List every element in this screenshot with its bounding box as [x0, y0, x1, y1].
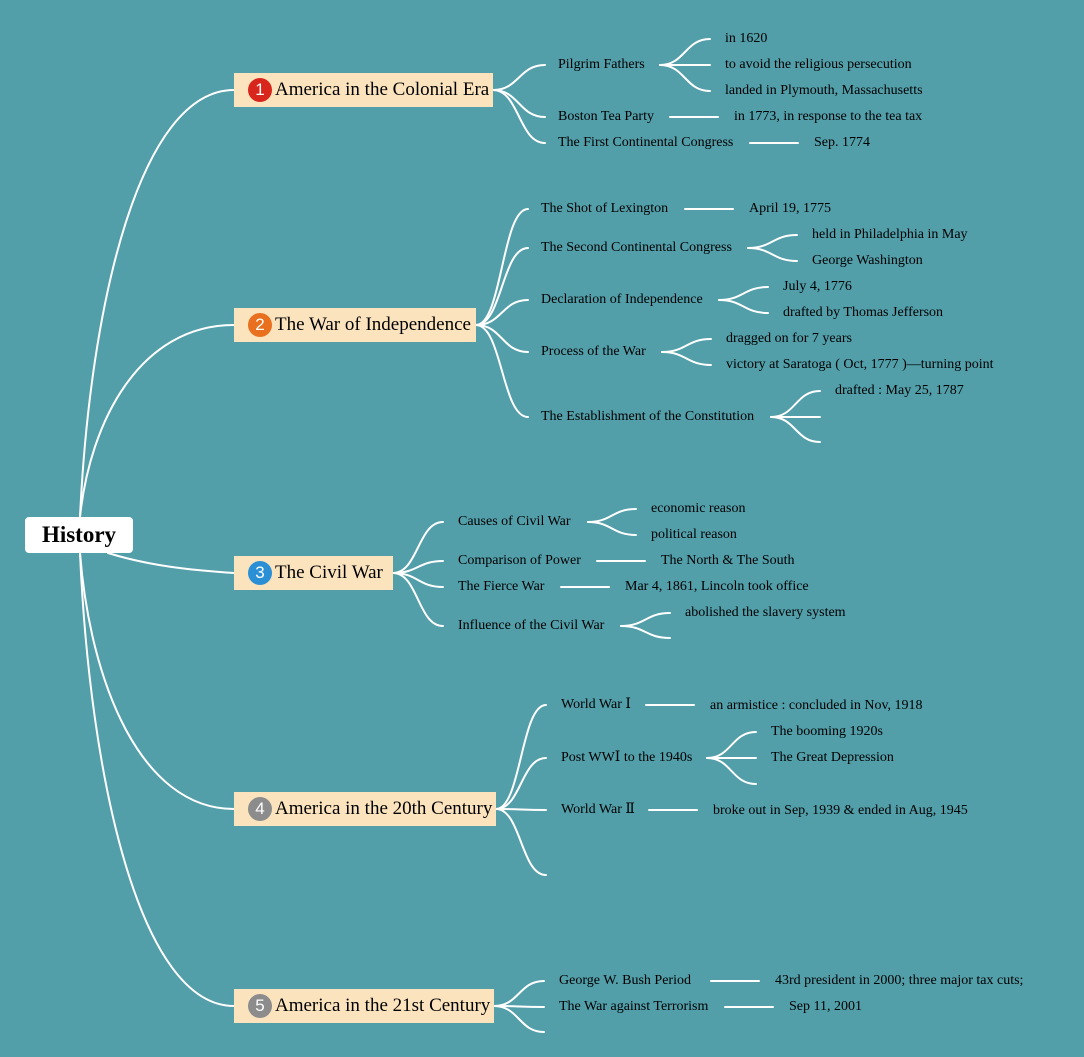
connector-line: [493, 1005, 545, 1033]
subtopic-post-wwi[interactable]: Post WWⅠ to the 1940s: [561, 750, 693, 765]
topic-20th-century[interactable]: 4 America in the 20th Century: [234, 792, 496, 826]
connector-line: [492, 89, 546, 118]
connector-line: [770, 390, 821, 418]
detail-text[interactable]: an armistice : concluded in Nov, 1918: [710, 698, 923, 713]
connector-line: [770, 416, 821, 443]
connector-line: [620, 625, 671, 639]
detail-text[interactable]: victory at Saratoga ( Oct, 1777 )—turnin…: [726, 357, 994, 372]
connector-line: [661, 338, 712, 353]
connector-line: [475, 324, 529, 353]
connector-line: [661, 351, 712, 366]
detail-text[interactable]: economic reason: [651, 501, 746, 516]
topic-civil-war[interactable]: 3 The Civil War: [234, 556, 393, 590]
connector-line: [475, 208, 529, 326]
connector-line: [620, 612, 671, 627]
topic-21st-century[interactable]: 5 America in the 21st Century: [234, 989, 494, 1023]
topic-label: America in the 21st Century: [275, 995, 491, 1016]
connector-line: [706, 757, 757, 785]
root-node[interactable]: History: [25, 517, 133, 553]
detail-text[interactable]: The booming 1920s: [771, 724, 883, 739]
connector-line: [659, 64, 711, 92]
topic-label: The War of Independence: [275, 314, 471, 335]
subtopic-fierce-war[interactable]: The Fierce War: [458, 579, 545, 594]
topic-colonial-era[interactable]: 1 America in the Colonial Era: [234, 73, 493, 107]
detail-text[interactable]: political reason: [651, 527, 737, 542]
connector-line: [747, 247, 798, 262]
topic-label: The Civil War: [275, 562, 383, 583]
detail-text[interactable]: to avoid the religious persecution: [725, 57, 912, 72]
subtopic-comparison-of-power[interactable]: Comparison of Power: [458, 553, 581, 568]
topic-label: America in the Colonial Era: [275, 79, 490, 100]
detail-text[interactable]: broke out in Sep, 1939 & ended in Aug, 1…: [713, 803, 968, 818]
connector-line: [475, 299, 529, 326]
connector-line: [706, 731, 757, 759]
connector-line: [495, 704, 547, 810]
connector-line: [492, 89, 546, 144]
number-badge: 1: [248, 78, 272, 102]
subtopic-declaration-of-independence[interactable]: Declaration of Independence: [541, 292, 703, 307]
number-badge: 4: [248, 797, 272, 821]
subtopic-world-war-1[interactable]: World War Ⅰ: [561, 697, 631, 712]
subtopic-second-continental-congress[interactable]: The Second Continental Congress: [541, 240, 732, 255]
connector-line: [587, 521, 637, 536]
detail-text[interactable]: The Great Depression: [771, 750, 894, 765]
number-badge: 5: [248, 994, 272, 1018]
connector-line: [495, 808, 547, 876]
detail-text[interactable]: 43rd president in 2000; three major tax …: [775, 973, 1024, 988]
connector-line: [493, 980, 545, 1007]
connector-line: [495, 808, 547, 811]
detail-text[interactable]: held in Philadelphia in May: [812, 227, 968, 242]
connector-line: [475, 247, 529, 326]
connector-line: [495, 757, 547, 810]
detail-text[interactable]: in 1773, in response to the tea tax: [734, 109, 923, 124]
detail-text[interactable]: Sep. 1774: [814, 135, 870, 150]
connector-line: [747, 234, 798, 249]
detail-text[interactable]: July 4, 1776: [783, 279, 852, 294]
connector-line: [79, 324, 235, 518]
detail-text[interactable]: Mar 4, 1861, Lincoln took office: [625, 579, 809, 594]
detail-text[interactable]: abolished the slavery system: [685, 605, 846, 620]
connector-line: [718, 299, 769, 314]
detail-text[interactable]: dragged on for 7 years: [726, 331, 852, 346]
detail-text[interactable]: The North & The South: [661, 553, 795, 568]
topic-label: America in the 20th Century: [275, 798, 493, 819]
subtopic-first-continental-congress[interactable]: The First Continental Congress: [558, 135, 734, 150]
detail-text[interactable]: April 19, 1775: [749, 201, 832, 216]
subtopic-bush-period[interactable]: George W. Bush Period: [559, 973, 691, 988]
connector-line: [392, 572, 444, 627]
subtopic-influence-of-civil-war[interactable]: Influence of the Civil War: [458, 618, 605, 633]
subtopic-pilgrim-fathers[interactable]: Pilgrim Fathers: [558, 57, 645, 72]
connector-line: [587, 508, 637, 523]
subtopic-world-war-2[interactable]: World War Ⅱ: [561, 802, 635, 817]
detail-text[interactable]: landed in Plymouth, Massachusetts: [725, 83, 923, 98]
topic-war-of-independence[interactable]: 2 The War of Independence: [234, 308, 476, 342]
subtopic-establishment-of-constitution[interactable]: The Establishment of the Constitution: [541, 409, 755, 424]
detail-text[interactable]: drafted : May 25, 1787: [835, 383, 964, 398]
subtopic-process-of-the-war[interactable]: Process of the War: [541, 344, 646, 359]
subtopic-shot-of-lexington[interactable]: The Shot of Lexington: [541, 201, 669, 216]
connector-line: [79, 89, 235, 518]
connector-line: [475, 324, 529, 418]
subtopic-boston-tea-party[interactable]: Boston Tea Party: [558, 109, 654, 124]
number-badge: 3: [248, 561, 272, 585]
connector-line: [79, 552, 235, 810]
number-badge: 2: [248, 313, 272, 337]
subtopic-causes-of-civil-war[interactable]: Causes of Civil War: [458, 514, 571, 529]
detail-text[interactable]: Sep 11, 2001: [789, 999, 862, 1014]
connector-line: [718, 286, 769, 301]
connector-line: [79, 552, 235, 1007]
connector-line: [392, 521, 444, 574]
connector-line: [659, 38, 711, 66]
connector-line: [492, 64, 546, 91]
subtopic-war-against-terrorism[interactable]: The War against Terrorism: [559, 999, 709, 1014]
detail-text[interactable]: George Washington: [812, 253, 923, 268]
connector-line: [107, 552, 235, 574]
detail-text[interactable]: drafted by Thomas Jefferson: [783, 305, 944, 320]
detail-text[interactable]: in 1620: [725, 31, 768, 46]
